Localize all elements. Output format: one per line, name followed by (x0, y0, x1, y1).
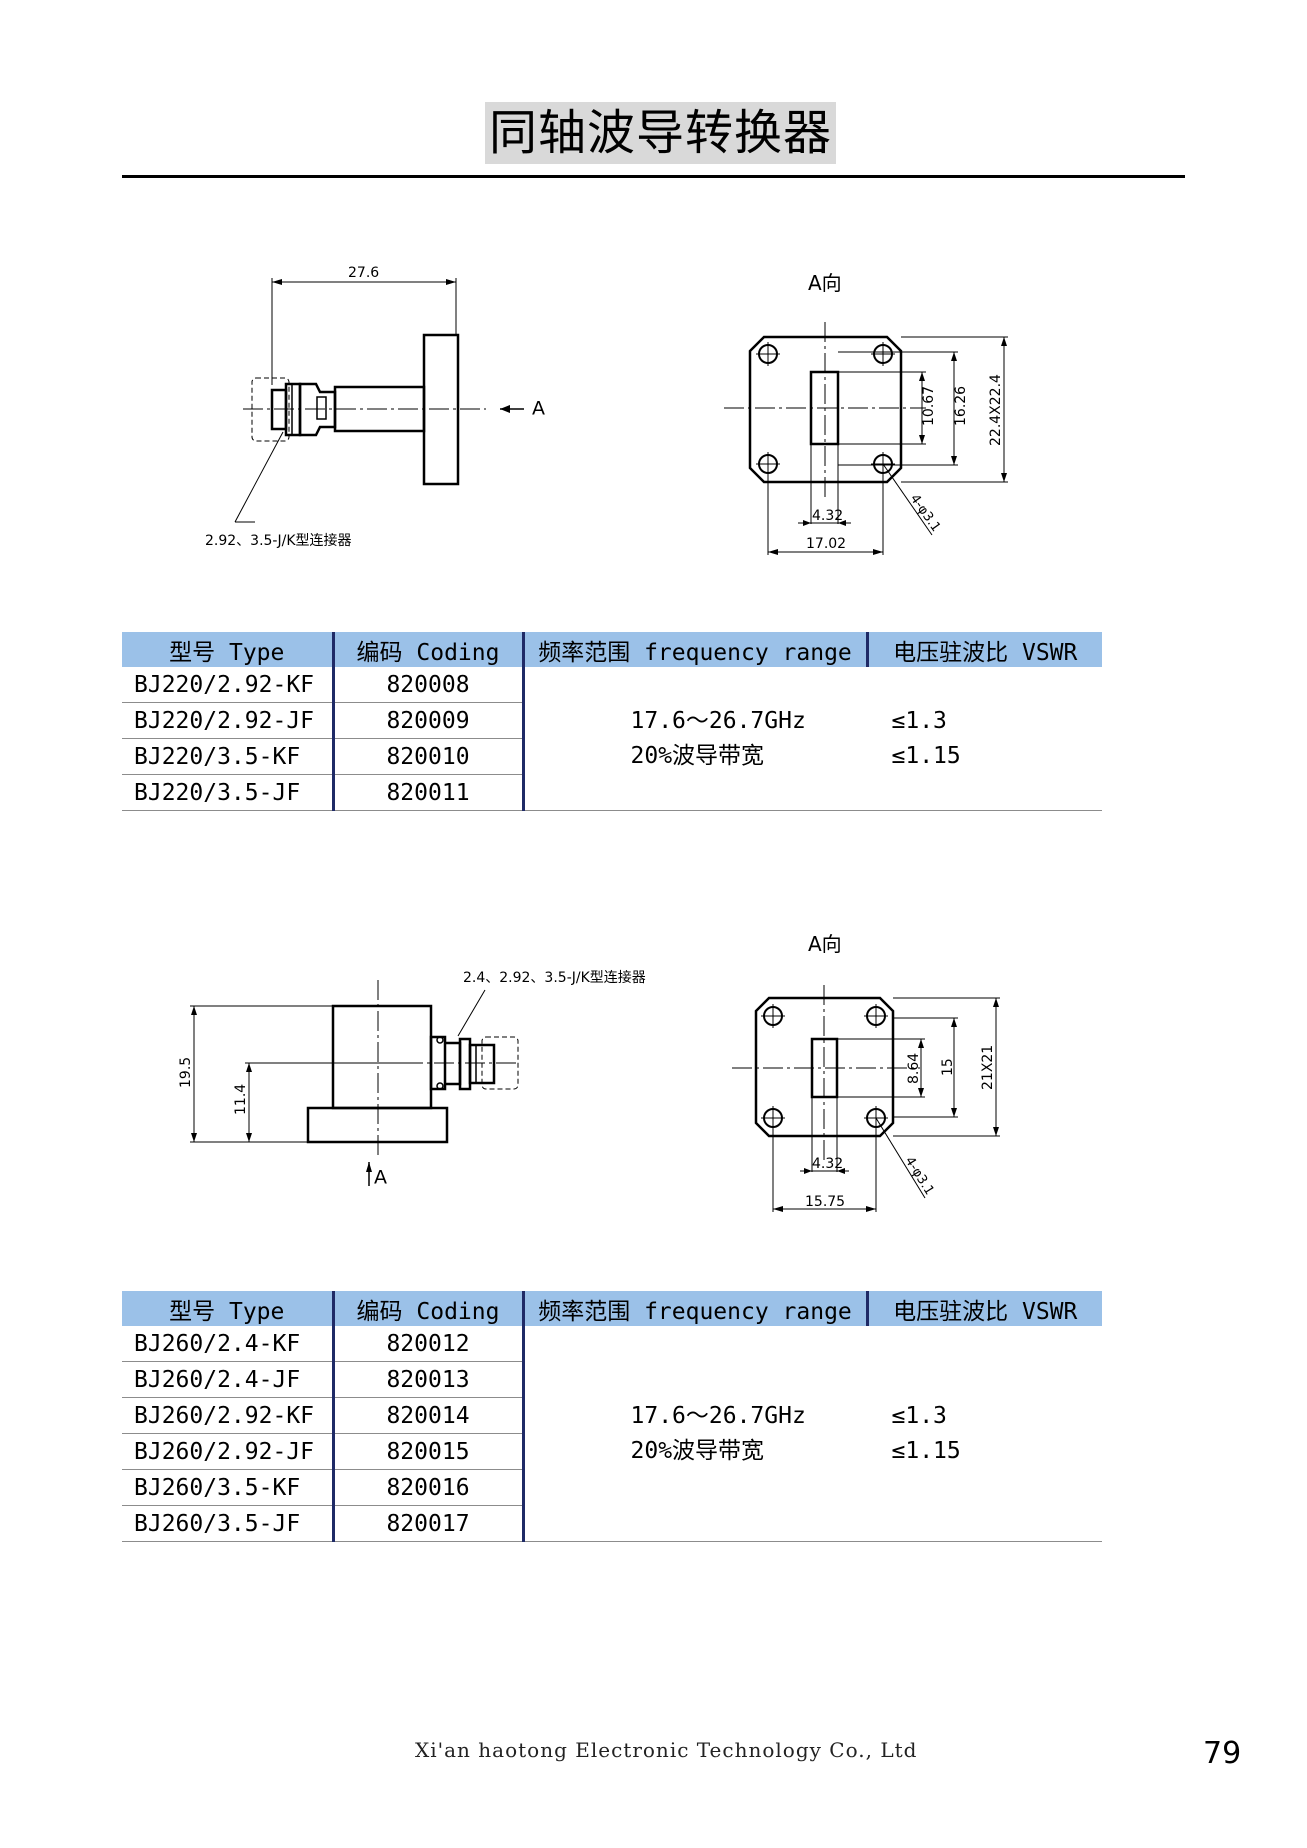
table1-freq-line2: 20%波导带宽 (630, 742, 765, 769)
page-number: 79 (1203, 1736, 1242, 1771)
d2-connector-note: 2.4、2.92、3.5-J/K型连接器 (463, 969, 646, 986)
table2-vswr-line1: ≤1.3 (891, 1402, 947, 1429)
table1-code-cell: 820008 (333, 667, 525, 703)
table2-type-cell: BJ260/2.92-JF (122, 1433, 335, 1470)
drawing1-a-view: A向 10.67 (724, 271, 1008, 555)
table2-type-cell: BJ260/2.4-JF (122, 1361, 335, 1398)
table2-code-cell: 820015 (333, 1433, 525, 1470)
table2-code-cell: 820013 (333, 1361, 525, 1398)
table2-header-vswr: 电压驻波比 VSWR (867, 1291, 1102, 1326)
table1-type-cell: BJ220/3.5-KF (122, 738, 335, 775)
page-title: 同轴波导转换器 (485, 102, 837, 164)
table2-header-row: 型号 Type 编码 Coding 频率范围 frequency range 电… (122, 1291, 1102, 1326)
table1-type-cell: BJ220/3.5-JF (122, 774, 335, 811)
table-row: BJ220/2.92-JF 820009 (122, 702, 1102, 739)
drawing2-a-view: A向 8.64 15 21X21 (732, 932, 1000, 1212)
table2-header-coding: 编码 Coding (333, 1291, 525, 1326)
title-rule (122, 175, 1185, 178)
table2-type-cell: BJ260/2.92-KF (122, 1397, 335, 1434)
table-row: BJ260/2.4-JF 820013 (122, 1361, 1102, 1398)
table1-freq-line1: 17.6～26.7GHz (630, 707, 806, 734)
table2-vswr-line2: ≤1.15 (891, 1437, 961, 1464)
table1-code-cell: 820009 (333, 702, 525, 739)
table1-code-cell: 820010 (333, 738, 525, 775)
table1-type-cell: BJ220/2.92-JF (122, 702, 335, 739)
spec-table-2: 型号 Type 编码 Coding 频率范围 frequency range 电… (122, 1291, 1102, 1542)
table-row: BJ260/2.4-KF 820012 17.6～26.7GHz 20%波导带宽… (122, 1326, 1102, 1542)
table2-code-cell: 820014 (333, 1397, 525, 1434)
table-row: BJ260/2.92-JF 820015 (122, 1433, 1102, 1470)
spec-table-1: 型号 Type 编码 Coding 频率范围 frequency range 电… (122, 632, 1102, 811)
d2-dim-15-75: 15.75 (805, 1194, 845, 1210)
table2-code-cell: 820012 (333, 1326, 525, 1362)
drawing2-side-view: 2.4、2.92、3.5-J/K型连接器 19.5 11.4 (178, 969, 646, 1189)
d1-hole-note: 4-φ3.1 (907, 492, 944, 535)
table1-header-vswr: 电压驻波比 VSWR (867, 632, 1102, 667)
table-row: BJ260/2.92-KF 820014 (122, 1397, 1102, 1434)
table1-header-frequency: 频率范围 frequency range (523, 632, 869, 667)
table-row: BJ260/3.5-JF 820017 (122, 1505, 1102, 1542)
table1-spec-cell: 17.6～26.7GHz 20%波导带宽 ≤1.3 ≤1.15 (523, 667, 1102, 811)
d2-dim-21x21: 21X21 (980, 1045, 996, 1090)
table-row: BJ260/3.5-KF 820016 (122, 1469, 1102, 1506)
d1-dim-16-26: 16.26 (953, 386, 969, 426)
table2-freq-line2: 20%波导带宽 (630, 1437, 765, 1464)
table1-header-coding: 编码 Coding (333, 632, 525, 667)
footer-company: Xi'an haotong Electronic Technology Co.,… (415, 1738, 918, 1762)
d1-dim-17-02: 17.02 (806, 536, 846, 552)
table-row: BJ220/2.92-KF 820008 17.6～26.7GHz 20%波导带… (122, 667, 1102, 811)
table-row: BJ220/3.5-KF 820010 (122, 738, 1102, 775)
d2-dim-15: 15 (940, 1058, 956, 1076)
d2-dim-11-4: 11.4 (233, 1084, 249, 1115)
d2-dim-8-64: 8.64 (906, 1053, 922, 1084)
d1-arrow-a-label: A (532, 398, 545, 420)
drawing1-side-view: 27.6 A 2.92、3.5-J/K型连接器 (205, 265, 545, 549)
table1-vswr-line1: ≤1.3 (891, 707, 947, 734)
d1-dim-10-67: 10.67 (921, 386, 937, 426)
table-row: BJ220/3.5-JF 820011 (122, 774, 1102, 811)
d1-connector-note: 2.92、3.5-J/K型连接器 (205, 532, 352, 549)
table1-vswr-line2: ≤1.15 (891, 742, 961, 769)
d2-dim-19-5: 19.5 (178, 1057, 194, 1088)
d2-dim-4-32: 4.32 (812, 1156, 843, 1172)
table2-type-cell: BJ260/2.4-KF (122, 1326, 335, 1362)
table1-header-type: 型号 Type (122, 632, 335, 667)
d1-dim-4-32: 4.32 (812, 508, 843, 524)
table2-code-cell: 820016 (333, 1469, 525, 1506)
d2-arrow-a-label: A (374, 1167, 387, 1189)
d1-dim-27-6: 27.6 (348, 265, 379, 281)
table2-code-cell: 820017 (333, 1505, 525, 1542)
d2-hole-note: 4-φ3.1 (902, 1154, 937, 1198)
d2-view-label: A向 (808, 932, 842, 956)
table2-freq-line1: 17.6～26.7GHz (630, 1402, 806, 1429)
d1-dim-22-4: 22.4X22.4 (988, 374, 1004, 446)
table2-header-frequency: 频率范围 frequency range (523, 1291, 869, 1326)
table1-code-cell: 820011 (333, 774, 525, 811)
table2-type-cell: BJ260/3.5-JF (122, 1505, 335, 1542)
table2-type-cell: BJ260/3.5-KF (122, 1469, 335, 1506)
table2-header-type: 型号 Type (122, 1291, 335, 1326)
table2-spec-cell: 17.6～26.7GHz 20%波导带宽 ≤1.3 ≤1.15 (523, 1326, 1102, 1542)
table1-header-row: 型号 Type 编码 Coding 频率范围 frequency range 电… (122, 632, 1102, 667)
d1-view-label: A向 (808, 271, 842, 295)
table1-type-cell: BJ220/2.92-KF (122, 667, 335, 703)
